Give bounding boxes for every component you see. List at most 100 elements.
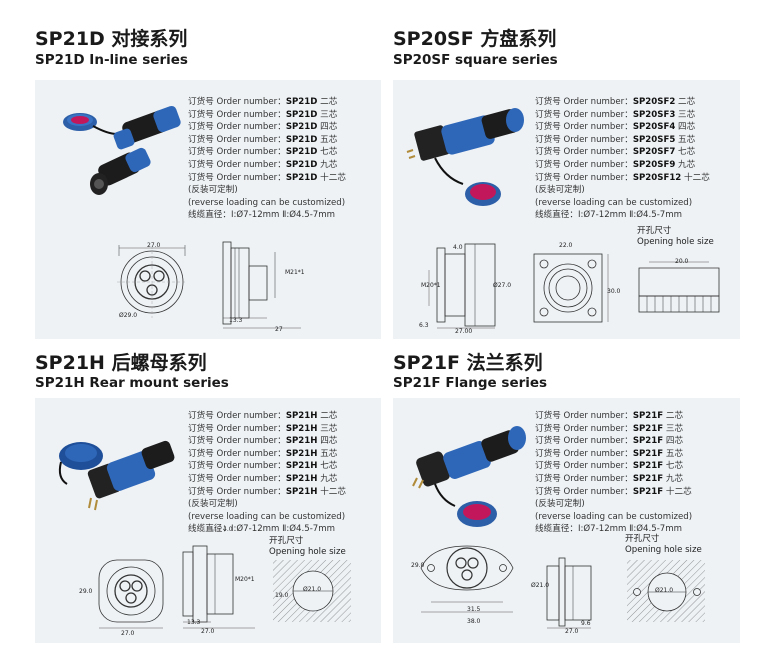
- product-panel-sp20sf: 订货号 Order number：SP20SF2 二芯 订货号 Order nu…: [393, 80, 740, 339]
- order-item: 订货号 Order number：SP21D 九芯: [188, 159, 346, 172]
- order-item: 订货号 Order number：SP20SF5 五芯: [535, 134, 710, 147]
- hole-size-drawing: [273, 560, 351, 622]
- order-item: 订货号 Order number：SP21H 三芯: [188, 423, 346, 436]
- order-label: 订货号 Order number：: [535, 486, 633, 497]
- dim-label: 38.0: [467, 618, 481, 625]
- core-count: 五芯: [320, 448, 338, 459]
- order-item: 订货号 Order number：SP21F 三芯: [535, 423, 692, 436]
- core-count: 十二芯: [320, 172, 346, 183]
- cable-diameter: 线缆直径：Ⅰ:Ø7-12mm Ⅱ:Ø4.5-7mm: [188, 524, 336, 535]
- core-count: 四芯: [320, 436, 338, 447]
- note-cn: (反装可定制): [535, 499, 585, 510]
- section-title-sp21d: SP21D 对接系列: [35, 28, 188, 50]
- order-code: SP21F: [632, 411, 664, 421]
- core-count: 九芯: [678, 159, 696, 170]
- core-count: 二芯: [678, 97, 696, 107]
- order-label: 订货号 Order number：: [188, 436, 286, 447]
- core-count: 九芯: [320, 473, 338, 484]
- note-cn: (反装可定制): [188, 499, 238, 510]
- order-item: 订货号 Order number：SP21H 九芯: [188, 473, 346, 486]
- dim-label: Ø27.0: [493, 282, 512, 289]
- opening-label-en: Opening hole size: [269, 547, 346, 557]
- core-count: 三芯: [665, 423, 684, 434]
- order-code: SP21D: [285, 134, 318, 145]
- order-item: 订货号 Order number：SP20SF3 三芯: [535, 109, 710, 122]
- order-code: SP21F: [632, 448, 664, 459]
- dim-label: 4.0: [453, 244, 463, 251]
- order-list-sp21h: 订货号 Order number：SP21H 二芯 订货号 Order numb…: [188, 410, 346, 536]
- connector-photo: [58, 440, 175, 511]
- core-count: 三芯: [678, 109, 696, 120]
- order-code: SP21D: [285, 97, 318, 107]
- core-count: 十二芯: [684, 172, 710, 183]
- core-count: 十二芯: [320, 486, 346, 497]
- dim-label: 27.0: [147, 242, 161, 249]
- order-item: 订货号 Order number：SP21H 二芯: [188, 410, 346, 423]
- order-label: 订货号 Order number：: [188, 411, 286, 421]
- core-count: 四芯: [320, 122, 338, 133]
- dim-label: 29.0: [411, 562, 425, 569]
- order-list-sp21d: 订货号 Order number：SP21D 二芯 订货号 Order numb…: [188, 96, 346, 222]
- side-view-drawing: [222, 241, 301, 329]
- opening-label-cn: 开孔尺寸: [637, 226, 672, 236]
- order-code: SP21H: [285, 461, 318, 472]
- dim-label: 9.6: [581, 620, 591, 627]
- order-item: 订货号 Order number：SP20SF9 九芯: [535, 159, 710, 172]
- order-item: 订货号 Order number：SP21H 十二芯: [188, 486, 346, 499]
- order-code: SP21F: [632, 436, 664, 447]
- dim-label: Ø21.0: [655, 587, 674, 594]
- order-label: 订货号 Order number：: [535, 159, 633, 170]
- order-code: SP21F: [632, 486, 664, 497]
- order-label: 订货号 Order number：: [188, 461, 286, 472]
- front-view-drawing: [533, 253, 609, 323]
- order-list-sp21f: 订货号 Order number：SP21F 二芯 订货号 Order numb…: [535, 410, 692, 536]
- order-code: SP21D: [285, 172, 318, 183]
- dim-label: 27.0: [201, 628, 215, 635]
- dim-label: 31.5: [467, 606, 481, 613]
- order-code: SP20SF12: [632, 172, 682, 183]
- note-en: (reverse loading can be customized): [188, 197, 346, 208]
- dim-label: M20*1: [235, 576, 255, 583]
- order-label: 订货号 Order number：: [188, 172, 286, 183]
- order-code: SP21F: [632, 423, 664, 434]
- opening-label-en: Opening hole size: [637, 237, 714, 247]
- order-label: 订货号 Order number：: [535, 423, 633, 434]
- order-label: 订货号 Order number：: [188, 97, 286, 107]
- order-item: 订货号 Order number：SP21F 二芯: [535, 410, 692, 423]
- order-label: 订货号 Order number：: [188, 122, 286, 133]
- core-count: 九芯: [320, 159, 338, 170]
- side-view-drawing: [546, 557, 592, 629]
- order-item: 订货号 Order number：SP21D 十二芯: [188, 172, 346, 185]
- order-label: 订货号 Order number：: [188, 159, 286, 170]
- order-label: 订货号 Order number：: [535, 97, 633, 107]
- order-item: 订货号 Order number：SP20SF2 二芯: [535, 96, 710, 109]
- order-code: SP20SF4: [632, 122, 676, 133]
- core-count: 四芯: [678, 122, 696, 133]
- core-count: 七芯: [320, 461, 338, 472]
- section-subtitle-sp20sf: SP20SF square series: [393, 52, 558, 68]
- order-code: SP21H: [285, 486, 318, 497]
- order-item: 订货号 Order number：SP20SF12 十二芯: [535, 172, 710, 185]
- order-label: 订货号 Order number：: [535, 109, 633, 120]
- order-item: 订货号 Order number：SP21H 五芯: [188, 448, 346, 461]
- cable-diameter: 线缆直径：Ⅰ:Ø7-12mm Ⅱ:Ø4.5-7mm: [535, 524, 683, 535]
- order-code: SP21D: [285, 122, 318, 133]
- dim-label: 29.0: [79, 588, 93, 595]
- side-view-drawing: [182, 529, 255, 629]
- core-count: 二芯: [665, 411, 684, 421]
- dim-label: 22.0: [559, 242, 573, 249]
- dim-label: M21*1: [285, 269, 305, 276]
- dim-label: 13.3: [229, 317, 243, 324]
- product-panel-sp21h: 订货号 Order number：SP21H 二芯 订货号 Order numb…: [35, 398, 381, 643]
- note-cn: (反装可定制): [535, 185, 585, 196]
- dim-label: 6.3: [419, 322, 429, 329]
- order-label: 订货号 Order number：: [535, 134, 633, 145]
- front-view-drawing: [98, 559, 164, 629]
- order-label: 订货号 Order number：: [188, 134, 286, 145]
- core-count: 七芯: [665, 461, 684, 472]
- section-subtitle-sp21d: SP21D In-line series: [35, 52, 188, 68]
- order-code: SP21H: [285, 423, 318, 434]
- order-label: 订货号 Order number：: [535, 473, 633, 484]
- order-item: 订货号 Order number：SP21D 五芯: [188, 134, 346, 147]
- order-label: 订货号 Order number：: [535, 411, 633, 421]
